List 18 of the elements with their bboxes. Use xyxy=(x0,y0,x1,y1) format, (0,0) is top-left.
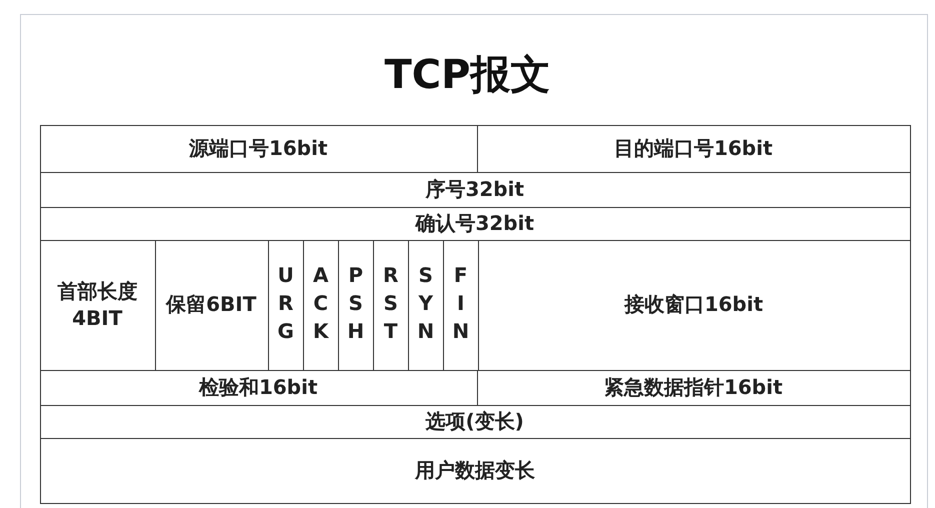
header-field: 序号32bit xyxy=(40,172,911,208)
header-field: 目的端口号16bit xyxy=(476,124,911,173)
header-field: 检验和16bit xyxy=(40,370,478,406)
flag-field: URG xyxy=(268,240,304,371)
flag-field: FIN xyxy=(442,240,479,371)
header-field: 选项(变长) xyxy=(40,404,911,439)
flag-field: RST xyxy=(372,240,409,371)
header-field: 接收窗口16bit xyxy=(478,240,911,371)
header-field: 保留6BIT xyxy=(154,240,269,371)
header-field: 确认号32bit xyxy=(40,206,911,241)
header-field: 紧急数据指针16bit xyxy=(476,370,911,406)
diagram-title: TCP报文 xyxy=(384,51,552,100)
flag-field: PSH xyxy=(338,240,374,371)
flag-field: SYN xyxy=(408,240,444,371)
flag-field: ACK xyxy=(302,240,339,371)
header-field: 首部长度4BIT xyxy=(40,240,156,371)
header-field: 源端口号16bit xyxy=(40,124,478,173)
header-field: 用户数据变长 xyxy=(40,438,911,504)
